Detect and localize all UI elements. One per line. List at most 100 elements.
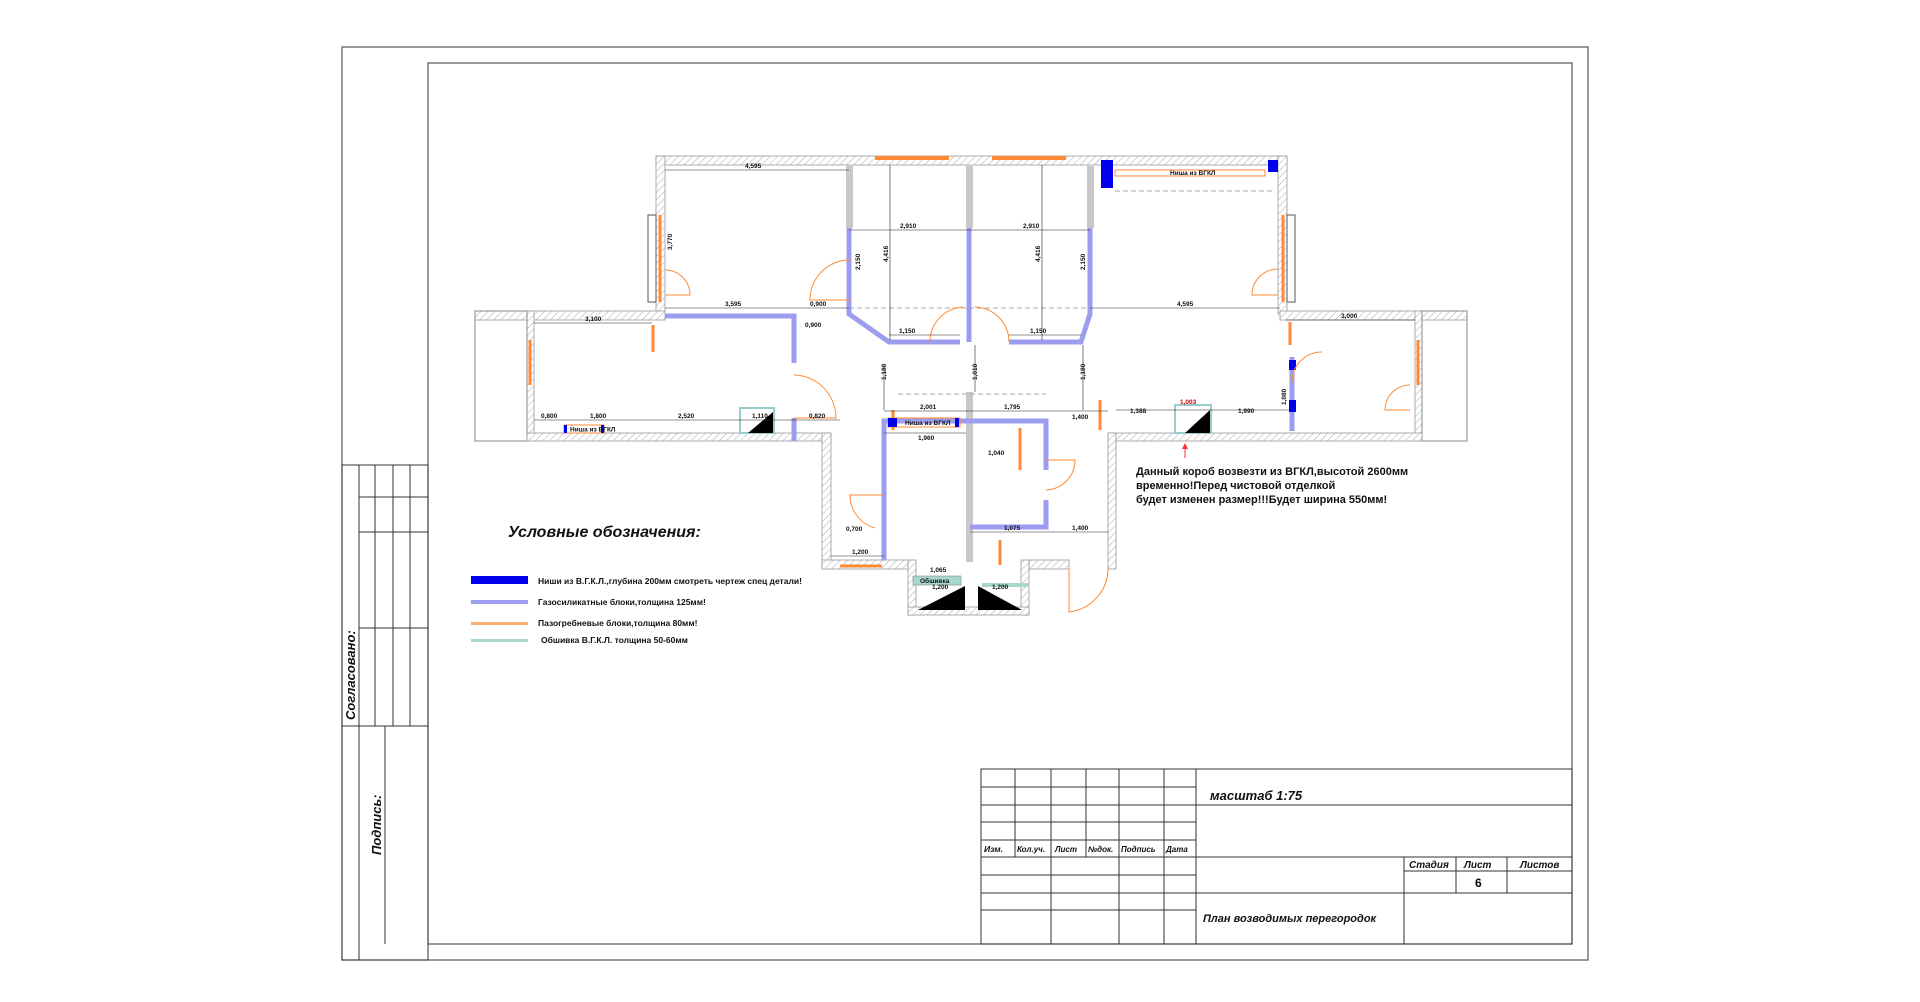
wall <box>821 432 832 570</box>
niche-label: Ниша из ВГКЛ <box>1170 170 1216 177</box>
dimension-label: 1,200 <box>932 584 949 591</box>
dimension-label: 1,180 <box>881 363 888 380</box>
casing <box>912 575 962 586</box>
dimension-label: 1,110 <box>752 413 768 420</box>
legend-swatch-casing <box>471 639 528 642</box>
niche <box>1289 400 1296 412</box>
wall <box>1279 310 1468 321</box>
door <box>809 259 850 301</box>
shaft <box>978 586 1022 610</box>
note-line: Данный короб возвезти из ВГКЛ,высотой 26… <box>1136 466 1408 478</box>
window <box>647 214 657 303</box>
dimension-label: 4,595 <box>1177 301 1194 308</box>
annotation: Данный короб возвезти из ВГКЛ,высотой 26… <box>1136 443 1408 506</box>
column <box>966 166 973 228</box>
dimension-label: 0,700 <box>846 526 863 533</box>
dimension-label: 0,900 <box>805 322 822 329</box>
dimension-label: 1,010 <box>972 363 979 380</box>
dimension-label: 1,388 <box>1130 408 1147 415</box>
header-kol-uch: Кол.уч. <box>1017 845 1045 854</box>
partition <box>1009 228 1093 345</box>
legend-label: Ниши из В.Г.К.Л.,глубина 200мм смотреть … <box>538 576 802 586</box>
dimension-label: 2,520 <box>678 413 695 420</box>
dimension-label: 1,075 <box>1004 525 1021 532</box>
partition <box>846 228 960 345</box>
balcony <box>474 310 528 442</box>
dimension-label: 1,990 <box>1238 408 1255 415</box>
column <box>846 166 853 228</box>
column <box>966 392 973 562</box>
sheet-label: Лист <box>1463 860 1492 871</box>
niche <box>564 425 567 433</box>
wall <box>474 310 666 321</box>
dimension-label-red: 1,003 <box>1180 399 1197 406</box>
partition <box>970 500 1049 530</box>
dimension-label: 3,100 <box>585 316 602 323</box>
header-podpis: Подпись <box>1121 845 1156 854</box>
wall <box>1107 432 1117 570</box>
niche <box>955 418 959 427</box>
door <box>1384 384 1411 411</box>
niche <box>888 418 897 427</box>
dimension-label: 3,770 <box>667 233 674 250</box>
column <box>1087 166 1094 228</box>
door <box>974 306 1010 343</box>
dimension-label: 2,150 <box>855 253 862 270</box>
casing <box>982 583 1028 587</box>
dimension-label: 1,960 <box>918 435 935 442</box>
shaft <box>1185 410 1210 433</box>
dimension-label: 3,595 <box>725 301 742 308</box>
signature-label: Подпись: <box>369 795 384 856</box>
dimension-label: 3,000 <box>1341 313 1358 320</box>
niche-label: Ниша из ВГКЛ <box>570 427 616 434</box>
legend-swatch-gas-silicate <box>471 600 528 604</box>
partition <box>881 418 1049 560</box>
red-arrow-icon <box>1182 443 1188 449</box>
shaft <box>748 412 773 433</box>
niche <box>1268 160 1278 172</box>
legend-swatch-tongue-groove <box>471 622 528 625</box>
stage-label: Стадия <box>1409 860 1449 871</box>
window <box>992 156 1066 160</box>
window <box>1286 214 1296 303</box>
legend-label: Пазогребневые блоки,толщина 80мм! <box>538 618 698 628</box>
dimension-label: 1,040 <box>988 450 1005 457</box>
title-block: масштаб 1:75 Изм. Кол.уч. Лист №док. Под… <box>980 768 1573 945</box>
dimension-label: 1,400 <box>1072 414 1089 421</box>
niche <box>1289 360 1296 370</box>
note-line: будет изменен размер!!!Будет ширина 550м… <box>1136 494 1387 506</box>
dimension-label: 0,800 <box>541 413 558 420</box>
dimension-label: 1,150 <box>1030 328 1047 335</box>
legend-label: Газосиликатные блоки,толщина 125мм! <box>538 597 706 607</box>
dimension-label: 4,416 <box>1035 245 1042 262</box>
door <box>1068 565 1109 613</box>
dimension-label: 2,910 <box>1023 223 1040 230</box>
door <box>849 494 884 529</box>
inner-frame <box>427 62 1573 945</box>
door <box>929 306 964 343</box>
casing-label: Обшивка <box>920 577 950 585</box>
niche <box>1101 160 1113 188</box>
niche <box>601 425 604 433</box>
agreed-label: Согласовано: <box>343 630 358 720</box>
dimension-label: 2,150 <box>1080 253 1087 270</box>
dimension-label: 1,080 <box>1281 388 1288 405</box>
niche-label: Ниша из ВГКЛ <box>905 420 951 427</box>
wall <box>1107 432 1423 442</box>
wall <box>526 432 832 442</box>
header-izm: Изм. <box>984 844 1003 854</box>
partition <box>665 313 797 363</box>
side-stamp: Согласовано: Подпись: <box>341 464 429 961</box>
sheets-label: Листов <box>1519 860 1559 871</box>
dimension-label: 1,400 <box>1072 525 1089 532</box>
wall <box>1028 559 1070 570</box>
door <box>1045 459 1076 491</box>
note-line: временно!Перед чистовой отделкой <box>1136 480 1335 492</box>
sheet-number: 6 <box>1475 876 1482 890</box>
header-ndok: №док. <box>1088 845 1113 854</box>
dimension-label: 1,795 <box>1004 404 1021 411</box>
header-list: Лист <box>1054 845 1077 854</box>
drawing-title: План возводимых перегородок <box>1203 913 1378 925</box>
door <box>1251 268 1279 296</box>
